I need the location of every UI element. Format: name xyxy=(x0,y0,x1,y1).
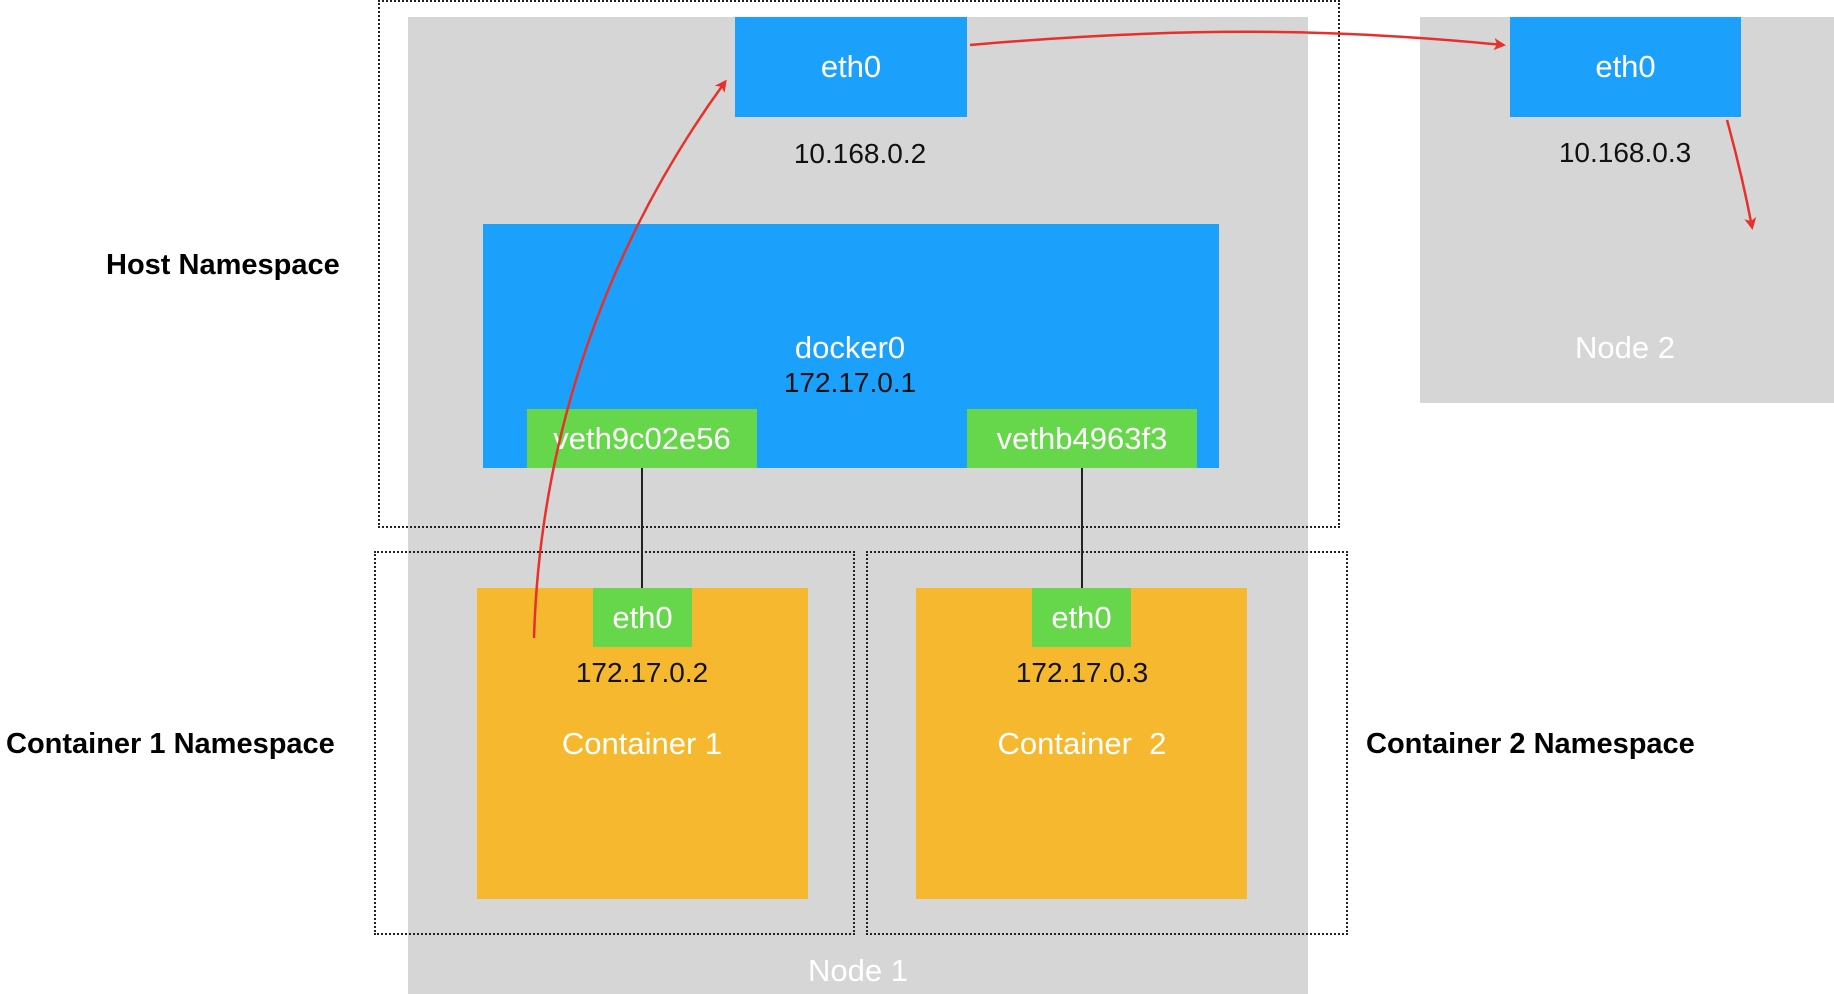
node2-eth0-ip: 10.168.0.3 xyxy=(1558,137,1692,168)
node2-label: Node 2 xyxy=(1575,330,1675,365)
container2-namespace-boundary xyxy=(866,551,1348,935)
container1-name: Container 1 xyxy=(561,726,723,761)
container1-eth0: eth0 xyxy=(593,588,692,647)
container1-namespace-label: Container 1 Namespace xyxy=(6,728,335,760)
container1-ip: 172.17.0.2 xyxy=(575,657,709,688)
container2-name: Container 2 xyxy=(997,726,1167,761)
veth-left-interface: veth9c02e56 xyxy=(527,409,757,468)
node1-eth0-interface: eth0 xyxy=(735,17,967,117)
docker0-name: docker0 xyxy=(794,330,906,365)
container2-eth0: eth0 xyxy=(1032,588,1131,647)
host-namespace-boundary xyxy=(378,0,1340,528)
node1-eth0-ip: 10.168.0.2 xyxy=(793,138,927,169)
container2-ip: 172.17.0.3 xyxy=(1015,657,1149,688)
node2-eth0-interface: eth0 xyxy=(1510,17,1741,117)
container2-namespace-label: Container 2 Namespace xyxy=(1366,728,1695,760)
veth-right-link xyxy=(1081,468,1083,588)
host-namespace-label: Host Namespace xyxy=(106,249,340,281)
veth-left-link xyxy=(641,468,643,588)
node1-label: Node 1 xyxy=(808,953,908,988)
veth-right-interface: vethb4963f3 xyxy=(967,409,1197,468)
docker0-ip: 172.17.0.1 xyxy=(783,367,917,398)
